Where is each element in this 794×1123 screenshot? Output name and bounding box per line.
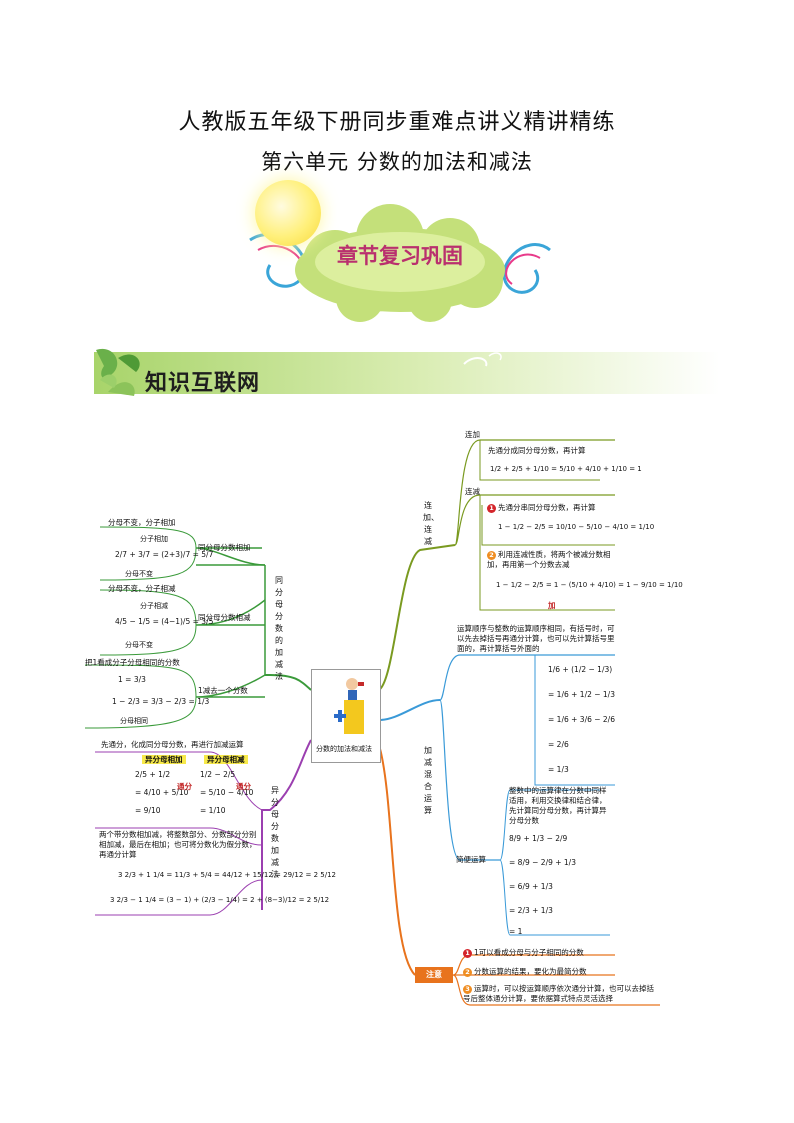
same-denominator-add-label: 同分母分数相加 — [198, 543, 251, 552]
lianjian-plus-note: 加 — [548, 601, 556, 610]
one-formula-1: 1 = 3/3 — [118, 675, 146, 684]
diff-add-line-3: = 9/10 — [135, 806, 161, 815]
lianjia-label: 连加 — [465, 430, 480, 439]
diff-rule-2: 两个带分数相加减，将整数部分、分数部分分别相加减，最后在相加；也可将分数化为假分… — [99, 830, 257, 859]
sub-formula: 4/5 − 1/5 = (4−1)/5 = 3/5 — [115, 617, 214, 626]
one-formula-2: 1 − 2/3 = 3/3 − 2/3 = 1/3 — [112, 697, 210, 706]
mixed-line-5: = 1/3 — [548, 765, 569, 774]
add-note-top: 分子相加 — [140, 535, 168, 543]
lianjian-rule-2: 利用连减性质，将两个被减分数相加，再用第一个分数去减 — [487, 550, 611, 569]
simple-line-2: = 8/9 − 2/9 + 1/3 — [509, 858, 576, 867]
one-minus-rule: 把1看成分子分母相同的分数 — [85, 658, 180, 667]
simple-calc-label: 简便运算 — [456, 855, 486, 864]
diff-add-line-2: = 4/10 + 5/10 — [135, 788, 189, 797]
same-denominator-sub-rule: 分母不变，分子相减 — [108, 584, 176, 593]
document-title: 人教版五年级下册同步重难点讲义精讲精练 — [178, 110, 616, 135]
diff-sub-line-1: 1/2 − 2/5 — [200, 770, 236, 779]
tongfen-right: 通分 — [236, 782, 251, 791]
mixed-line-3: = 1/6 + 3/6 − 2/6 — [548, 715, 615, 724]
simple-line-4: = 2/3 + 1/3 — [509, 906, 553, 915]
mixed-line-4: = 2/6 — [548, 740, 569, 749]
cloud-illustration — [249, 204, 551, 322]
one-note-bottom: 分母相同 — [120, 717, 148, 725]
unit-subtitle: 第六单元 分数的加法和减法 — [261, 150, 533, 174]
one-minus-label: 1减去一个分数 — [198, 686, 248, 695]
diff-sub-line-3: = 1/10 — [200, 806, 226, 815]
knowledge-banner — [94, 348, 720, 396]
simple-calc-rule: 整数中的运算律在分数中同样适用，利用交换律和结合律，先计算同分母分数，再计算异分… — [509, 786, 607, 825]
lianjian-rule-1: 先通分串同分母分数，再计算 — [498, 503, 596, 512]
lianjia-formula: 1/2 + 2/5 + 1/10 = 5/10 + 4/10 + 1/10 = … — [490, 465, 642, 473]
banner-title: 知识互联网 — [145, 371, 261, 396]
diff-sub-line-2: = 5/10 − 4/10 — [200, 788, 254, 797]
tag-diff-sub: 异分母相减 — [204, 755, 248, 764]
mixed-rule: 运算顺序与整数的运算顺序相同，有括号时，可以先去掉括号再通分计算，也可以先计算括… — [457, 624, 615, 653]
mixed-line-2: = 1/6 + 1/2 − 1/3 — [548, 690, 615, 699]
branch-continuous: 连加、连减 — [423, 501, 439, 546]
tag-diff-add: 异分母相加 — [142, 755, 186, 764]
sun-icon — [255, 180, 321, 246]
sub-note-bottom: 分母不变 — [125, 641, 153, 649]
lianjian-formula-2: 1 − 1/2 − 2/5 = 1 − (5/10 + 4/10) = 1 − … — [496, 581, 683, 589]
notes-label: 注意 — [415, 967, 453, 983]
lianjian-label: 连减 — [465, 487, 480, 496]
lianjia-rule: 先通分成同分母分数，再计算 — [488, 446, 586, 455]
branch-mixed-operations: 加减混合运算 — [424, 746, 432, 815]
center-label: 分数的加法和减法 — [316, 745, 372, 753]
diff-add-line-1: 2/5 + 1/2 — [135, 770, 171, 779]
branch-same-denominator: 同分母分数的加减法 — [275, 576, 283, 681]
mixed-formula-2: 3 2/3 − 1 1/4 = (3 − 1) + (2/3 − 1/4) = … — [110, 896, 330, 904]
student-icon — [334, 678, 364, 734]
simple-line-1: 8/9 + 1/3 − 2/9 — [509, 834, 568, 843]
chapter-review-label: 章节复习巩固 — [337, 244, 463, 268]
mixed-line-1: 1/6 + (1/2 − 1/3) — [548, 665, 613, 674]
sub-note-top: 分子相减 — [140, 602, 168, 610]
diff-rule-1: 先通分，化成同分母分数，再进行加减运算 — [101, 740, 244, 749]
simple-line-3: = 6/9 + 1/3 — [509, 882, 553, 891]
note-item-3: 运算时，可以按运算顺序依次通分计算，也可以去掉括号后整体通分计算，要依据算式特点… — [463, 984, 654, 1003]
lianjian-formula-1: 1 − 1/2 − 2/5 = 10/10 − 5/10 − 4/10 = 1/… — [498, 523, 655, 531]
same-denominator-add-rule: 分母不变，分子相加 — [108, 518, 176, 527]
tongfen-left: 通分 — [177, 782, 192, 791]
add-note-bottom: 分母不变 — [125, 570, 153, 578]
same-denominator-sub-label: 同分母分数相减 — [198, 613, 251, 622]
simple-line-5: = 1 — [509, 927, 523, 936]
add-formula: 2/7 + 3/7 = (2+3)/7 = 5/7 — [115, 550, 214, 559]
note-item-1: 1可以看成分母与分子相同的分数 — [474, 948, 584, 957]
mindmap-center: 分数的加法和减法 — [311, 669, 381, 763]
note-item-2: 分数运算的结果，要化为最简分数 — [474, 967, 587, 976]
mixed-formula-1: 3 2/3 + 1 1/4 = 11/3 + 5/4 = 44/12 + 15/… — [118, 871, 336, 879]
branch-different-denominator: 异分母分数加减法 — [271, 786, 279, 879]
